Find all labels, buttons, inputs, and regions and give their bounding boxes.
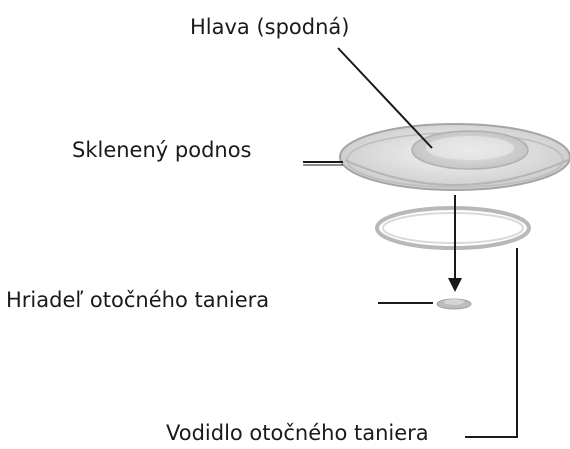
label-glass-tray: Sklenený podnos xyxy=(72,138,252,162)
assembly-arrow xyxy=(448,195,462,292)
leader-line-head xyxy=(337,47,433,149)
turntable-shaft xyxy=(436,298,472,310)
leader-line-roller-guide xyxy=(465,248,518,438)
roller-ring xyxy=(375,206,531,250)
label-roller-guide: Vodidlo otočného taniera xyxy=(166,421,429,445)
glass-tray xyxy=(339,123,570,191)
label-shaft: Hriadeľ otočného taniera xyxy=(6,288,270,312)
label-head: Hlava (spodná) xyxy=(190,15,350,39)
